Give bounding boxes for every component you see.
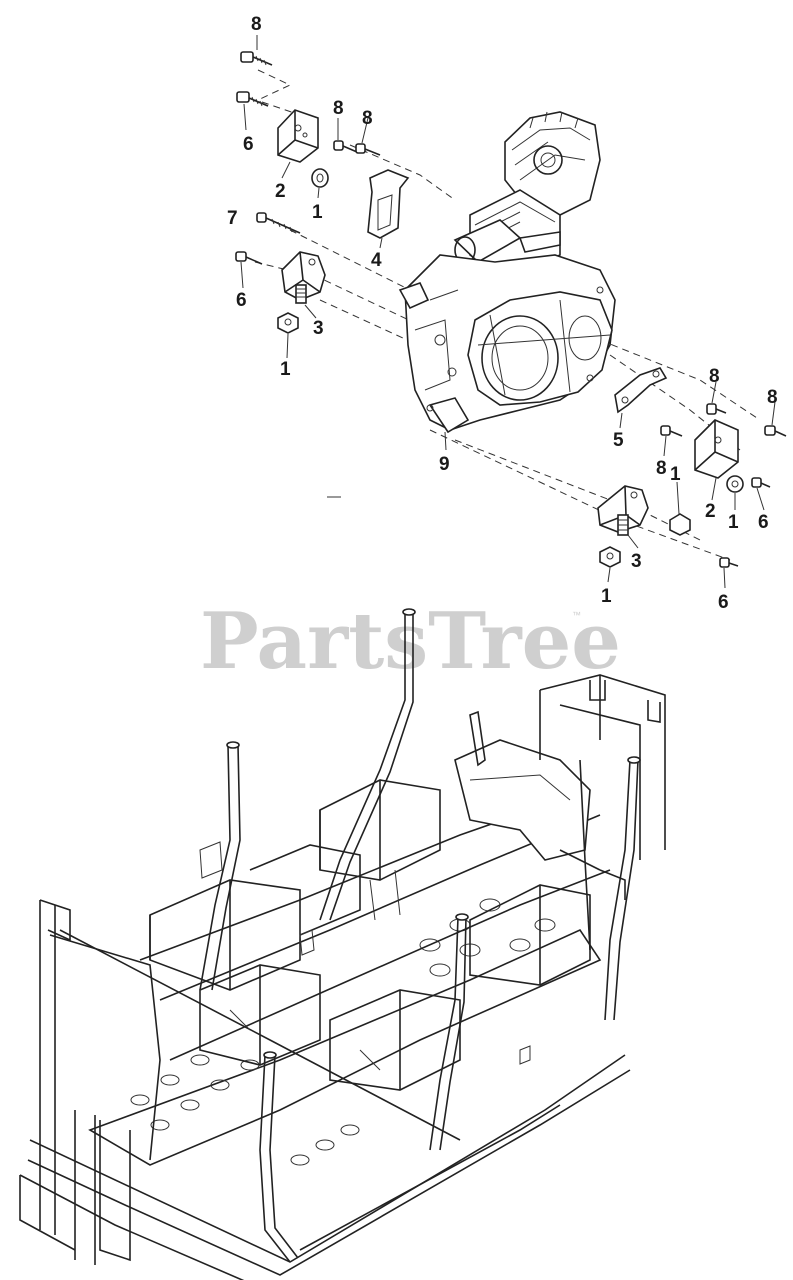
callout-6: 6	[236, 290, 247, 311]
watermark-trademark: ™	[572, 610, 581, 620]
bolt-8-mid-b[interactable]	[355, 143, 381, 156]
callout-3: 3	[313, 318, 324, 339]
callout-8: 8	[251, 14, 262, 35]
callout-1: 1	[728, 512, 739, 533]
callout-2: 2	[705, 501, 716, 522]
callout-7: 7	[227, 208, 238, 229]
bolt-6-top[interactable]	[236, 91, 269, 107]
callout-6: 6	[243, 134, 254, 155]
callout-leaders	[240, 35, 776, 589]
callout-9: 9	[439, 454, 450, 475]
callout-1: 1	[280, 359, 291, 380]
bolt-8-mid-a[interactable]	[333, 140, 358, 153]
engine-assembly-9[interactable]	[398, 111, 616, 434]
nut-1-right-low[interactable]	[599, 546, 621, 568]
callout-6: 6	[758, 512, 769, 533]
engine-mount-3-right[interactable]	[597, 485, 649, 536]
callout-1: 1	[312, 202, 323, 223]
callout-1: 1	[601, 586, 612, 607]
plate-4[interactable]	[367, 169, 410, 239]
callout-8: 8	[362, 108, 373, 129]
callout-numbers: 8 6 8 8 2 1 7 4 6 3 1 9 8 8 5 8 1 2 1 6 …	[227, 14, 778, 613]
callout-8: 8	[333, 98, 344, 119]
bolt-8-top[interactable]	[240, 51, 273, 66]
callout-5: 5	[613, 430, 624, 451]
bolt-8-right-a[interactable]	[706, 403, 727, 415]
vehicle-frame[interactable]	[19, 608, 666, 1280]
bracket-5[interactable]	[614, 367, 668, 414]
callout-2: 2	[275, 181, 286, 202]
nut-1-left[interactable]	[277, 312, 299, 334]
bolt-8-right-b[interactable]	[660, 425, 683, 437]
callout-8: 8	[709, 366, 720, 387]
bolt-6-left[interactable]	[235, 251, 263, 265]
callout-3: 3	[631, 551, 642, 572]
callout-8: 8	[656, 458, 667, 479]
long-bolt-7[interactable]	[256, 212, 301, 234]
bolt-6-bottom[interactable]	[719, 557, 739, 568]
mount-bracket-2-right[interactable]	[694, 419, 739, 479]
callout-1: 1	[670, 464, 681, 485]
engine-mount-3-left[interactable]	[281, 251, 326, 304]
callout-4: 4	[371, 250, 382, 271]
callout-8: 8	[767, 387, 778, 408]
mount-bracket-2-left[interactable]	[277, 109, 319, 163]
callout-6: 6	[718, 592, 729, 613]
nut-1-right-mid[interactable]	[669, 513, 691, 536]
bolt-6-right[interactable]	[751, 477, 771, 488]
washer-1-right[interactable]	[726, 475, 744, 493]
bolt-8-far-right[interactable]	[764, 425, 787, 437]
washer-1-top[interactable]	[311, 168, 329, 188]
